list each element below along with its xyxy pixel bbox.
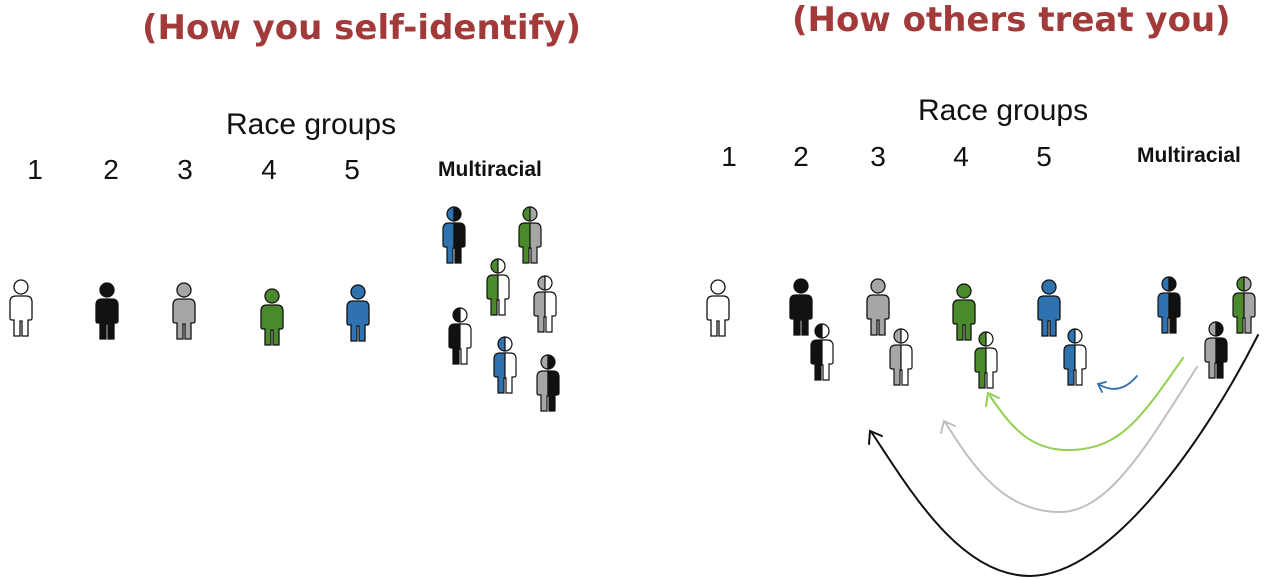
right-person-group-2 [789,278,813,336]
left-multiracial-person [448,307,472,365]
arrow-to-group-4 [985,357,1184,452]
left-group-number-5: 5 [344,154,360,185]
left-group-number-3: 3 [177,154,193,185]
right-group-number-4: 4 [953,141,969,172]
right-reassigned-person-group-5 [1063,328,1087,386]
right-reassigned-person-group-2 [810,323,834,381]
right-person-group-3 [866,278,890,336]
left-person-group-3 [172,282,196,340]
right-reassigned-person-group-4 [974,331,998,389]
arrow-to-group-5 [1096,375,1138,393]
right-title: (How others treat you) [792,0,1231,40]
left-multiracial-person [486,258,510,316]
right-group-number-5: 5 [1036,141,1052,172]
left-multiracial-person [518,206,542,264]
people-group [9,206,1256,412]
right-group-number-1: 1 [721,141,737,172]
arrow-to-group-2 [868,334,1259,578]
right-person-group-4 [952,283,976,341]
left-multiracial-person [493,336,517,394]
left-multiracial-person [442,206,466,264]
left-person-group-4 [260,288,284,346]
right-multiracial-person [1157,276,1181,334]
right-multiracial-label: Multiracial [1137,144,1241,167]
arrow-to-group-3 [940,366,1198,514]
left-person-group-1 [9,279,33,337]
arrows-group [868,334,1259,578]
left-race-groups-heading: Race groups [226,108,397,141]
left-multiracial-person [533,275,557,333]
right-group-number-3: 3 [870,141,886,172]
right-reassigned-person-group-3 [889,328,913,386]
right-multiracial-person [1232,276,1256,334]
right-group-number-2: 2 [793,141,809,172]
left-title: (How you self-identify) [142,8,582,48]
left-group-number-2: 2 [103,154,119,185]
right-person-group-5 [1037,279,1061,337]
left-group-number-1: 1 [27,154,43,185]
left-person-group-5 [346,284,370,342]
right-race-groups-heading: Race groups [918,94,1089,127]
left-person-group-2 [95,282,119,340]
left-multiracial-person [536,354,560,412]
right-person-group-1 [706,279,730,337]
left-multiracial-label: Multiracial [438,158,542,181]
right-multiracial-person [1204,321,1228,379]
left-group-number-4: 4 [261,154,277,185]
